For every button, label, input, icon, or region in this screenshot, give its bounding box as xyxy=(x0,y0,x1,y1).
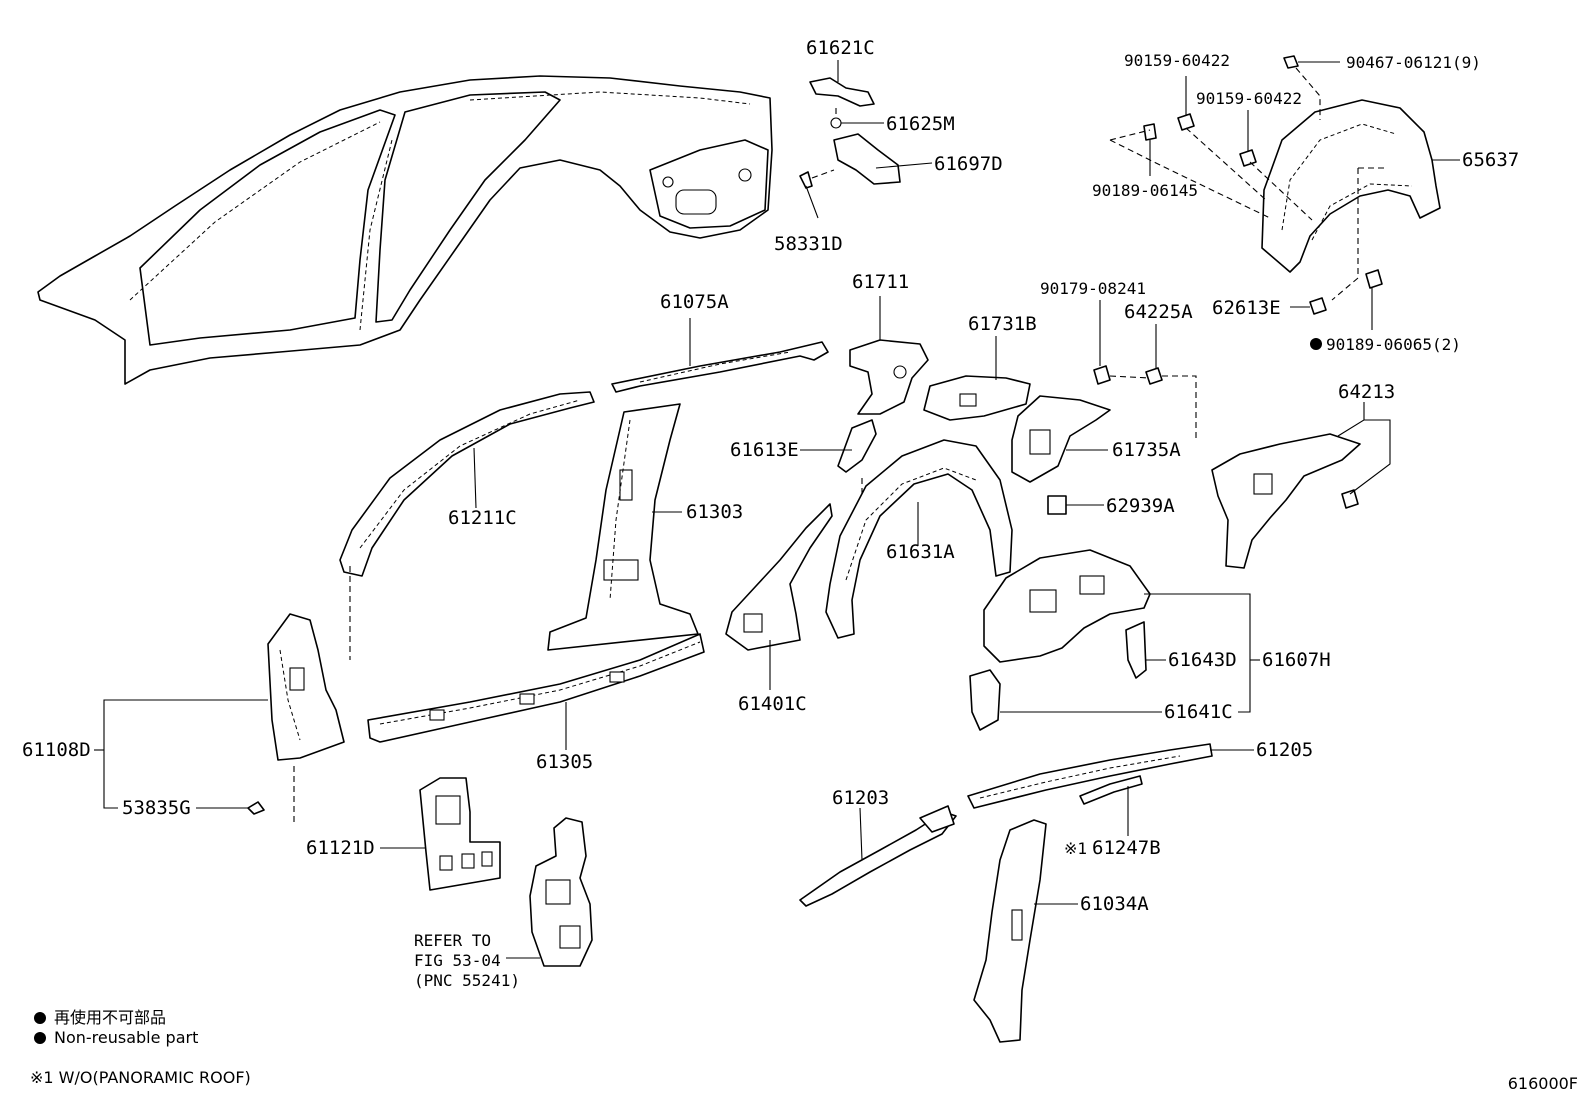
part-58331D xyxy=(799,169,835,219)
label-refer-fig: FIG 53-04 xyxy=(414,951,501,970)
fastener-dash-lines xyxy=(1109,67,1321,221)
part-53835G xyxy=(196,801,265,815)
part-55241-reference xyxy=(506,817,593,967)
fastener-90189-a xyxy=(1143,123,1157,176)
fastener-90189-b xyxy=(1365,269,1383,330)
label-64213: 64213 xyxy=(1338,381,1395,403)
label-61631A: 61631A xyxy=(886,541,955,563)
label-90159-60422-b: 90159-60422 xyxy=(1196,89,1302,108)
part-61731B xyxy=(923,336,1031,421)
part-61247B xyxy=(1079,775,1143,836)
label-61075A: 61075A xyxy=(660,291,729,313)
label-53835G: 53835G xyxy=(122,797,191,819)
part-61303-center-pillar xyxy=(547,403,699,651)
part-64213 xyxy=(1211,402,1391,569)
part-62939A xyxy=(1047,495,1104,515)
part-labels: 61621C 61625M 61697D 58331D 90159-60422 … xyxy=(22,37,1519,990)
label-61247B-mark: ※1 xyxy=(1064,839,1087,858)
part-61643D xyxy=(1125,621,1166,679)
fastener-90159-a xyxy=(1177,76,1195,131)
label-61211C: 61211C xyxy=(448,507,517,529)
label-refer-to: REFER TO xyxy=(414,931,491,950)
footnote: ※1 W/O(PANORAMIC ROOF) xyxy=(30,1068,251,1087)
fastener-90179 xyxy=(1093,300,1151,385)
legend-dot-icon xyxy=(34,1032,46,1044)
label-61203: 61203 xyxy=(832,787,889,809)
label-61621C: 61621C xyxy=(806,37,875,59)
label-61205: 61205 xyxy=(1256,739,1313,761)
label-refer-pnc: (PNC 55241) xyxy=(414,971,520,990)
label-61641C: 61641C xyxy=(1164,701,1233,723)
label-61613E: 61613E xyxy=(730,439,799,461)
part-61205 xyxy=(967,743,1254,809)
label-90189-06145: 90189-06145 xyxy=(1092,181,1198,200)
part-61631A-wheel-arch xyxy=(825,439,1013,639)
fastener-64225A xyxy=(1145,324,1197,440)
label-61034A: 61034A xyxy=(1080,893,1149,915)
label-61401C: 61401C xyxy=(738,693,807,715)
label-61711: 61711 xyxy=(852,271,909,293)
label-64225A: 64225A xyxy=(1124,301,1193,323)
part-61625M xyxy=(830,117,842,129)
label-61121D: 61121D xyxy=(306,837,375,859)
label-90467-06121: 90467-06121(9) xyxy=(1346,53,1481,72)
fastener-62613E xyxy=(1290,297,1327,315)
part-61075A xyxy=(611,318,829,393)
fastener-90467 xyxy=(1283,55,1340,69)
legend-dot-icon xyxy=(34,1012,46,1024)
legend-en: Non-reusable part xyxy=(34,1028,198,1047)
label-61305: 61305 xyxy=(536,751,593,773)
label-61731B: 61731B xyxy=(968,313,1037,335)
label-58331D: 58331D xyxy=(774,233,843,255)
non-reusable-dot-90189 xyxy=(1310,338,1322,350)
legend-en-text: Non-reusable part xyxy=(54,1028,199,1047)
label-61735A: 61735A xyxy=(1112,439,1181,461)
legend-jp: 再使用不可部品 xyxy=(34,1004,166,1028)
figure-id: 616000F xyxy=(1507,1074,1578,1093)
part-61203 xyxy=(799,805,957,907)
label-62613E: 62613E xyxy=(1212,297,1281,319)
part-61121D xyxy=(380,777,501,891)
part-61613E xyxy=(800,419,877,502)
label-61697D: 61697D xyxy=(934,153,1003,175)
part-61621C xyxy=(809,60,875,107)
fastener-90159-b xyxy=(1239,110,1257,167)
part-61108D xyxy=(94,566,351,826)
part-61401C xyxy=(725,503,833,690)
legend-jp-text: 再使用不可部品 xyxy=(54,1008,167,1027)
part-65637-liner xyxy=(1261,99,1460,301)
label-65637: 65637 xyxy=(1462,149,1519,171)
part-61697D xyxy=(833,133,933,185)
body-side-outer-panel xyxy=(37,75,773,385)
part-61211C xyxy=(339,391,595,577)
label-90189-06065: 90189-06065(2) xyxy=(1326,335,1461,354)
label-61108D: 61108D xyxy=(22,739,91,761)
part-61735A xyxy=(1011,395,1111,483)
label-61607H: 61607H xyxy=(1262,649,1331,671)
label-61303: 61303 xyxy=(686,501,743,523)
label-61625M: 61625M xyxy=(886,113,955,135)
part-61607H-wheelhouse xyxy=(983,549,1260,713)
part-61305-rocker xyxy=(367,633,705,750)
part-61034A-rear-pillar xyxy=(973,819,1078,1043)
part-61641C xyxy=(969,669,1162,731)
label-90159-60422-a: 90159-60422 xyxy=(1124,51,1230,70)
part-61711 xyxy=(849,296,929,415)
label-61643D: 61643D xyxy=(1168,649,1237,671)
label-62939A: 62939A xyxy=(1106,495,1175,517)
label-90179-08241: 90179-08241 xyxy=(1040,279,1146,298)
label-61247B: 61247B xyxy=(1092,837,1161,859)
